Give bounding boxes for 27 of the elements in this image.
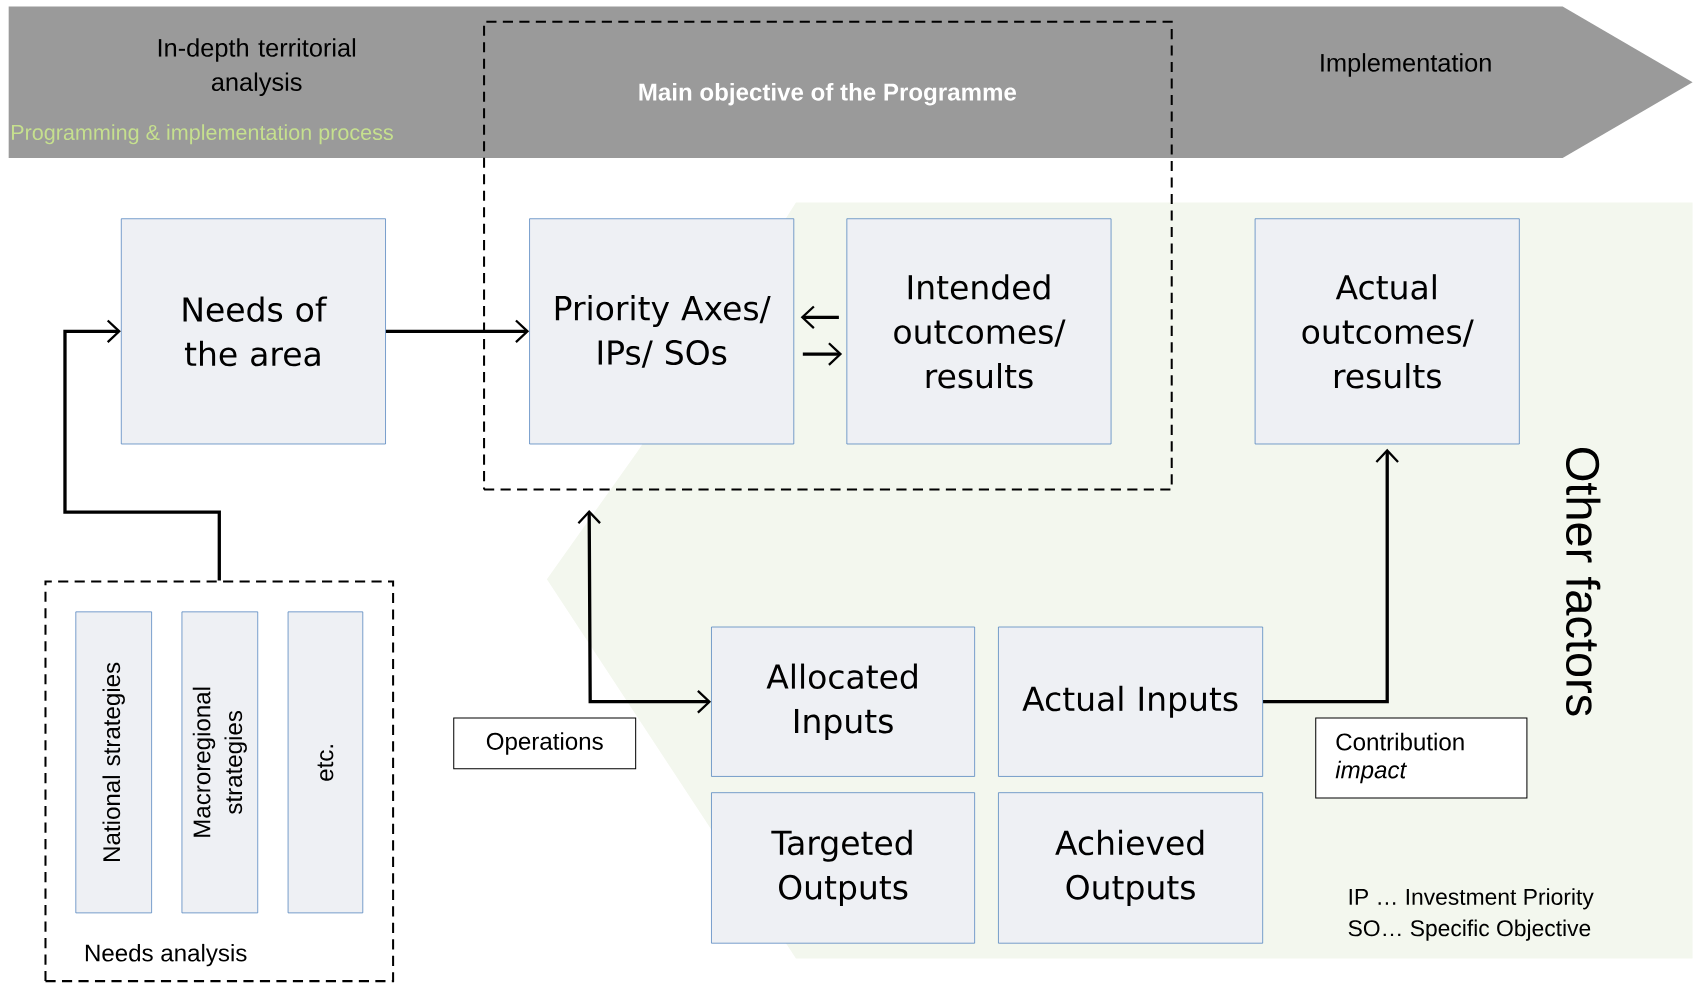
process-box: Priority Axes/ IPs/ SOs <box>529 218 795 445</box>
abbreviation-note: IP … Investment Priority <box>1349 888 1594 910</box>
arrow <box>385 319 530 344</box>
label-box: Operations <box>453 717 637 770</box>
side-label: Other factors <box>1566 448 1601 716</box>
strategy-box: National strategies <box>75 611 152 914</box>
arrow <box>800 305 839 330</box>
process-box: Actual Inputs <box>998 626 1264 778</box>
stage-label: Implementation <box>1321 53 1491 78</box>
process-box: Needs of the area <box>120 218 386 445</box>
process-box: Intended outcomes/ results <box>846 218 1112 445</box>
arrow <box>577 510 712 714</box>
strategy-box: Macroregional strategies <box>181 611 259 914</box>
arrow <box>1263 448 1399 704</box>
process-label: Programming & implementation process <box>11 124 393 145</box>
process-box: Allocated Inputs <box>711 626 975 778</box>
frame-caption: Needs analysis <box>85 944 247 967</box>
arrow <box>802 342 843 366</box>
strategy-box: etc. <box>287 611 364 914</box>
stage-label: In-depth territorial analysis <box>158 38 356 97</box>
arrow <box>63 319 221 581</box>
process-box: Targeted Outputs <box>711 792 975 944</box>
process-box: Achieved Outputs <box>998 792 1264 944</box>
process-box: Actual outcomes/ results <box>1254 218 1520 445</box>
frame-title: Main objective of the Programme <box>639 83 1017 106</box>
label-box: Contribution impact <box>1315 717 1528 799</box>
abbreviation-note: SO… Specific Objective <box>1348 919 1591 942</box>
